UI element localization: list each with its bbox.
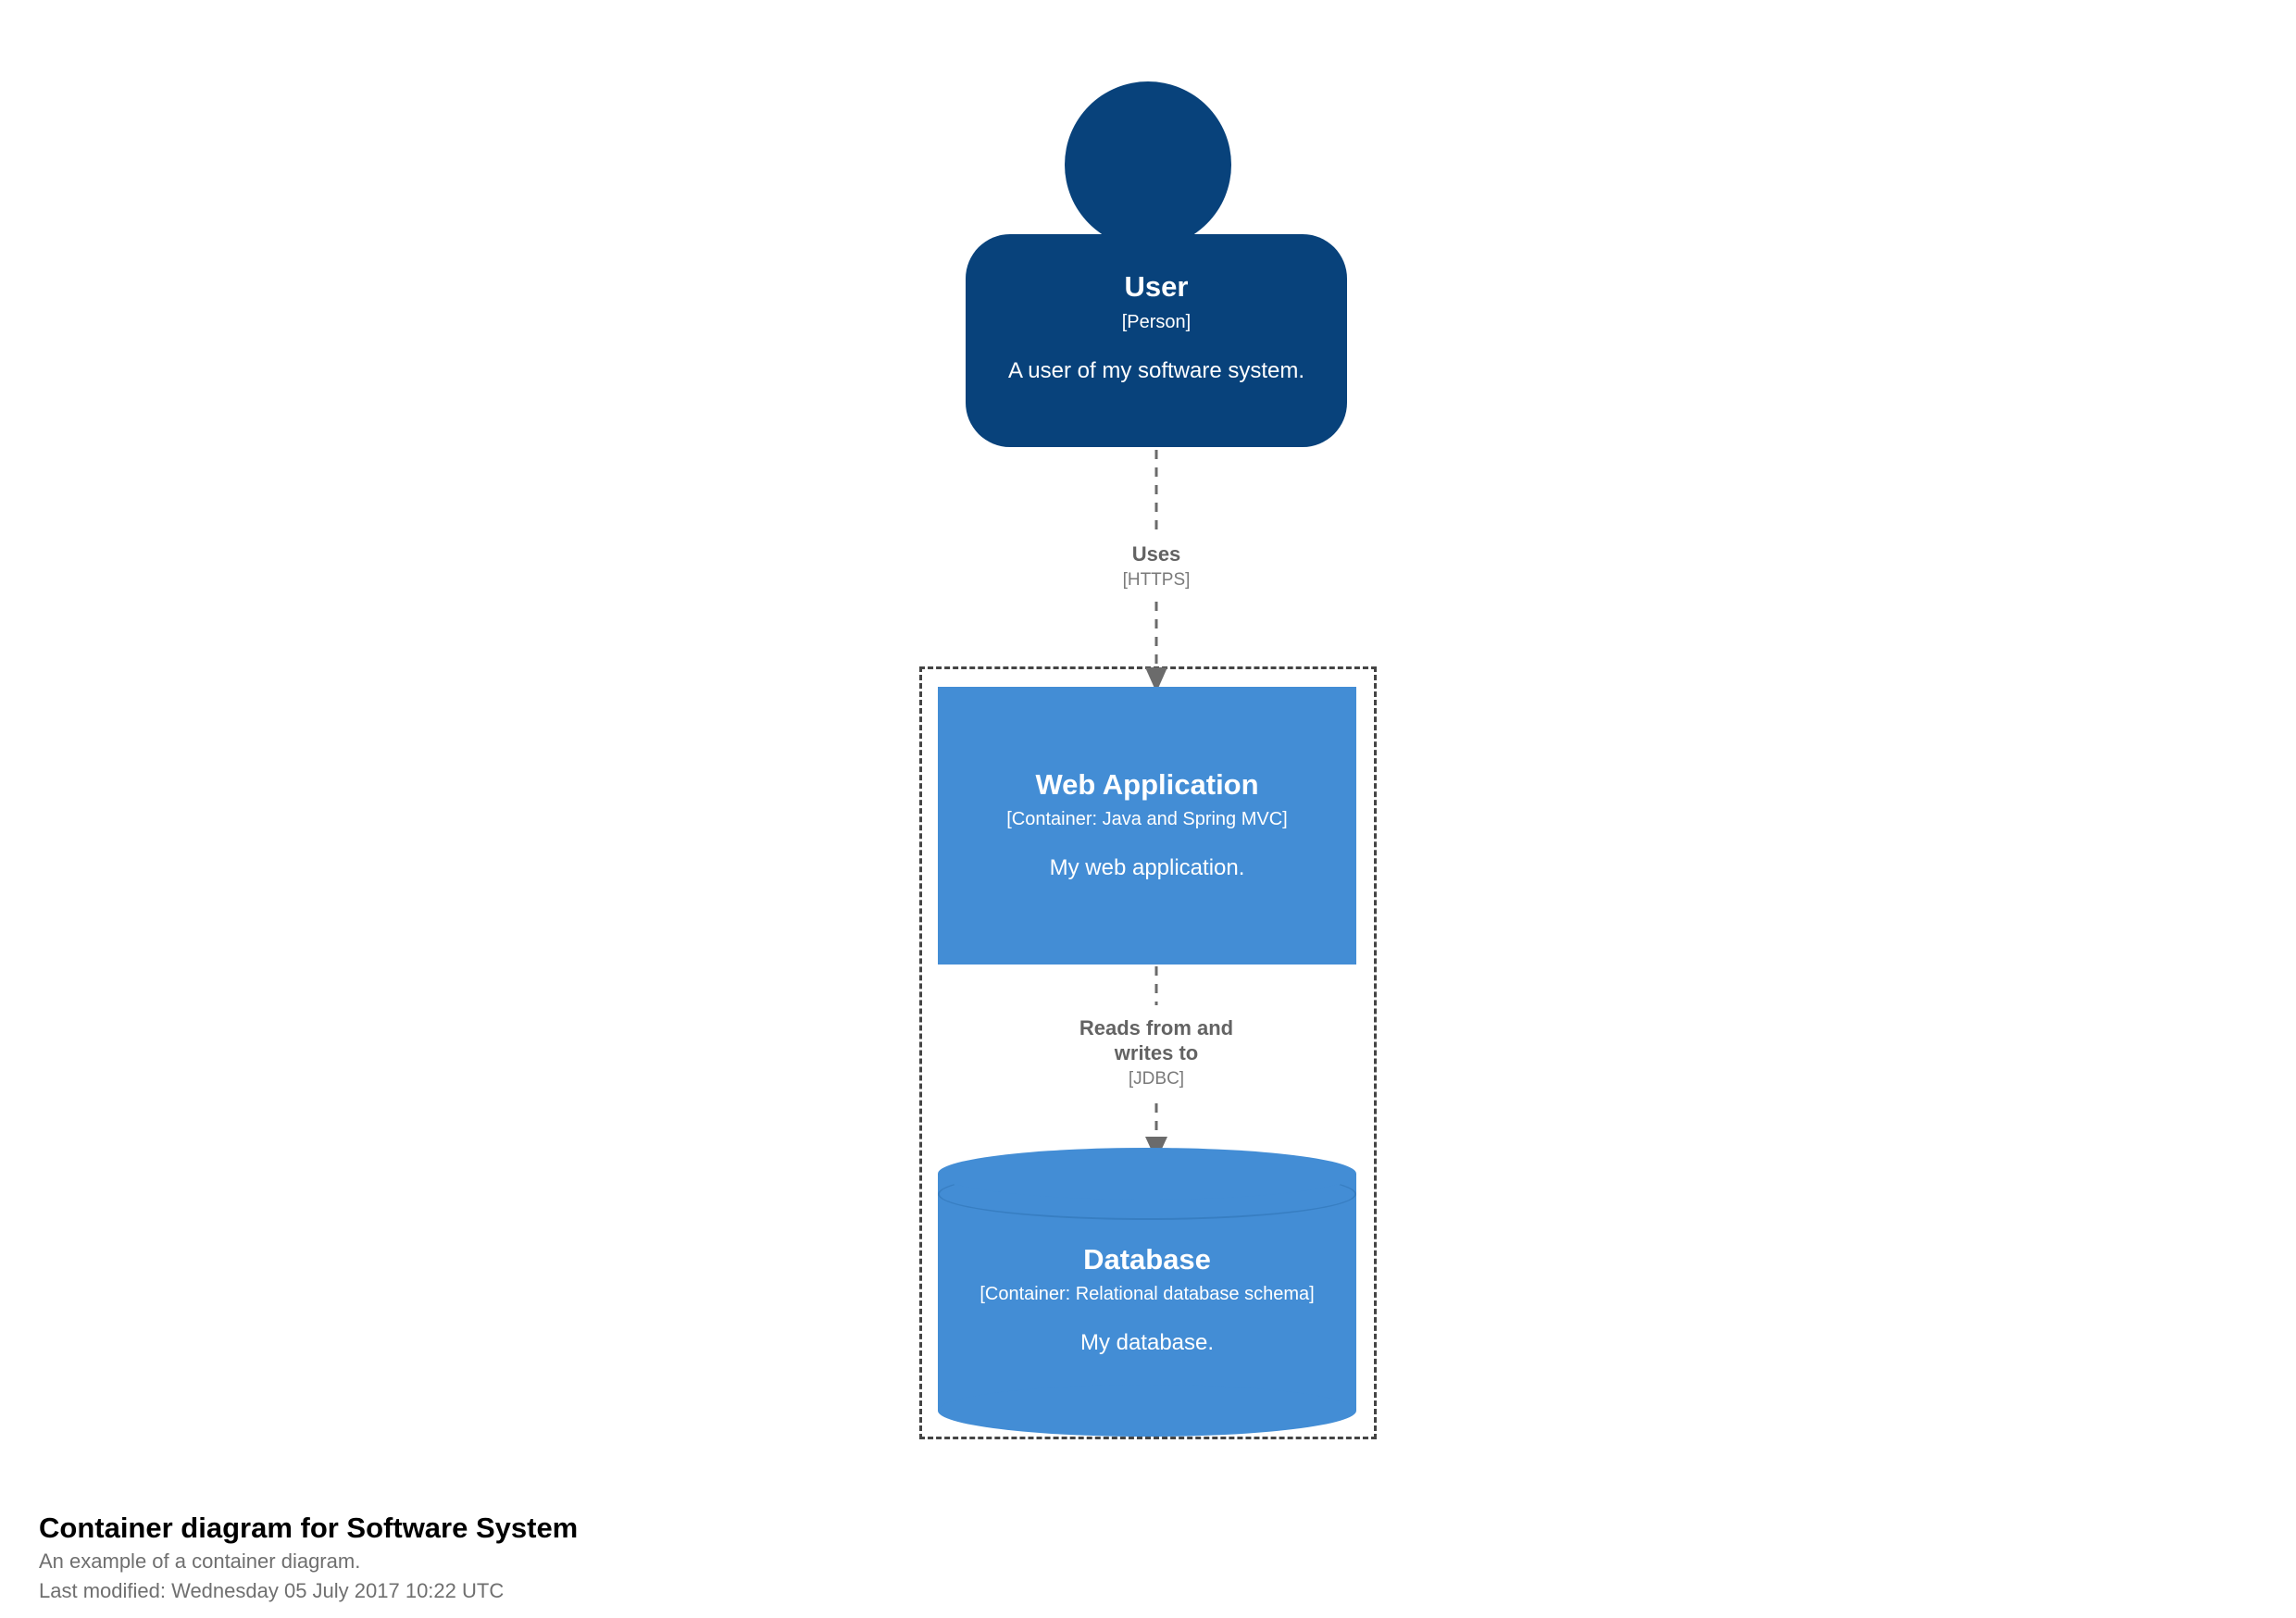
relationship-description-user-webapp: Uses [1131,542,1181,566]
cylinder-top-ellipse [938,1148,1356,1200]
element-web-application-name: Web Application [1035,767,1259,801]
diagram-caption: Container diagram for Software System An… [39,1511,1335,1606]
caption-last-modified: Last modified: Wednesday 05 July 2017 10… [39,1578,505,1602]
element-user-name: User [1124,270,1189,303]
relationship-technology-user-webapp: [HTTPS] [1122,569,1191,590]
caption-subtitle: An example of a container diagram. [39,1549,361,1573]
element-user-technology: [Person] [1121,312,1192,333]
relationship-description-webapp-db-line2: writes to [1114,1040,1199,1064]
element-user[interactable]: User [Person] A user of my software syst… [966,81,1347,447]
caption-title: Container diagram for Software System [39,1512,579,1544]
element-database-description: My database. [1079,1329,1215,1355]
element-web-application[interactable]: Web Application [Container: Java and Spr… [938,687,1356,965]
element-user-text: User [Person] A user of my software syst… [966,234,1347,447]
relationship-technology-webapp-db: [JDBC] [1128,1068,1185,1089]
element-database-technology: [Container: Relational database schema] [980,1283,1315,1304]
person-body-shape [966,234,1347,447]
person-head-icon [1065,81,1231,248]
element-web-application-technology: [Container: Java and Spring MVC] [1006,808,1288,829]
element-database-text: Database [Container: Relational database… [938,1185,1356,1416]
element-user-description: A user of my software system. [1007,358,1305,384]
relationship-label-user-webapp: Uses [HTTPS] [1004,542,1309,592]
element-database[interactable]: Database [Container: Relational database… [938,1148,1356,1437]
cylinder-body-shape [938,1174,1356,1411]
element-database-name: Database [1083,1242,1211,1276]
element-web-application-description: My web application. [1049,854,1245,880]
relationship-description-webapp-db-line1: Reads from and [1079,1016,1234,1039]
relationship-label-webapp-db: Reads from and writes to [JDBC] [1004,1016,1309,1090]
cylinder-bottom-ellipse [938,1385,1356,1437]
